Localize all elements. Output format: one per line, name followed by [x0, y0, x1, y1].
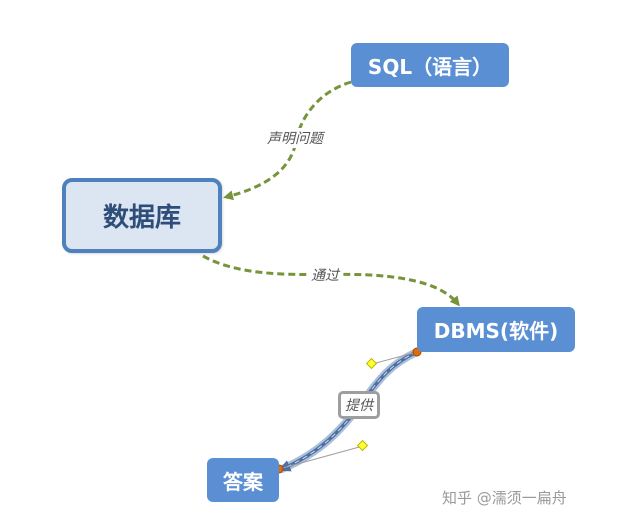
control-line-top — [371, 351, 418, 365]
edge-label-declare-question: 声明问题 — [265, 128, 325, 148]
node-database[interactable]: 数据库 — [62, 178, 222, 253]
edge-label-provide[interactable]: 提供 — [338, 391, 380, 419]
control-handle-top[interactable] — [365, 357, 378, 370]
edge-label-via: 通过 — [309, 265, 341, 285]
node-dbms-software[interactable]: DBMS(软件) — [417, 307, 575, 352]
edge-sql-to-database — [223, 80, 352, 201]
node-answer[interactable]: 答案 — [207, 458, 279, 502]
node-sql-language[interactable]: SQL（语言） — [351, 43, 509, 87]
control-line-bottom — [278, 445, 364, 470]
control-handle-bottom[interactable] — [356, 439, 369, 452]
edge-database-to-dbms — [202, 254, 460, 307]
watermark: 知乎 @濡须一扁舟 — [442, 489, 567, 507]
